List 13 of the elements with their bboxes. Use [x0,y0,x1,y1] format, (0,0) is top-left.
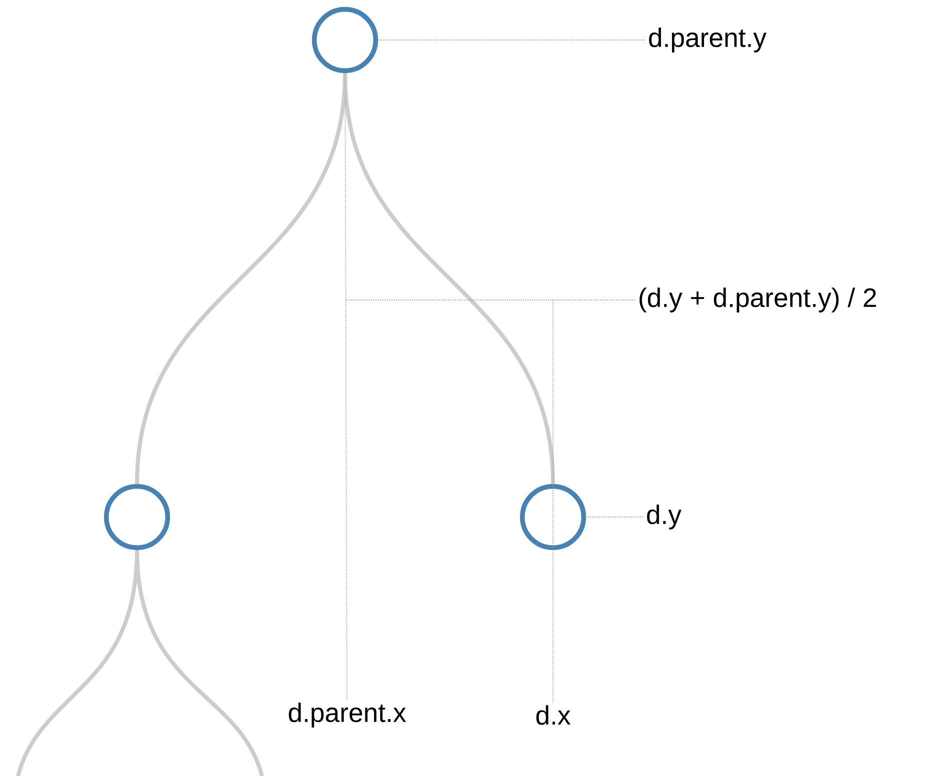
leader-line [586,516,644,518]
leader-line [344,72,348,700]
tree-node-circle [104,484,170,550]
formula-label: d.parent.x [288,702,406,728]
formula-label: d.y [647,504,682,530]
formula-label: (d.y + d.parent.y) / 2 [640,288,876,312]
tree-link [343,72,555,484]
tree-node-circle [312,6,378,74]
tree-node-circle [520,484,586,550]
tree-link [135,550,264,776]
formula-label: d.parent.y [649,28,766,52]
formula-label: d.x [536,705,570,725]
leader-line [552,300,554,703]
